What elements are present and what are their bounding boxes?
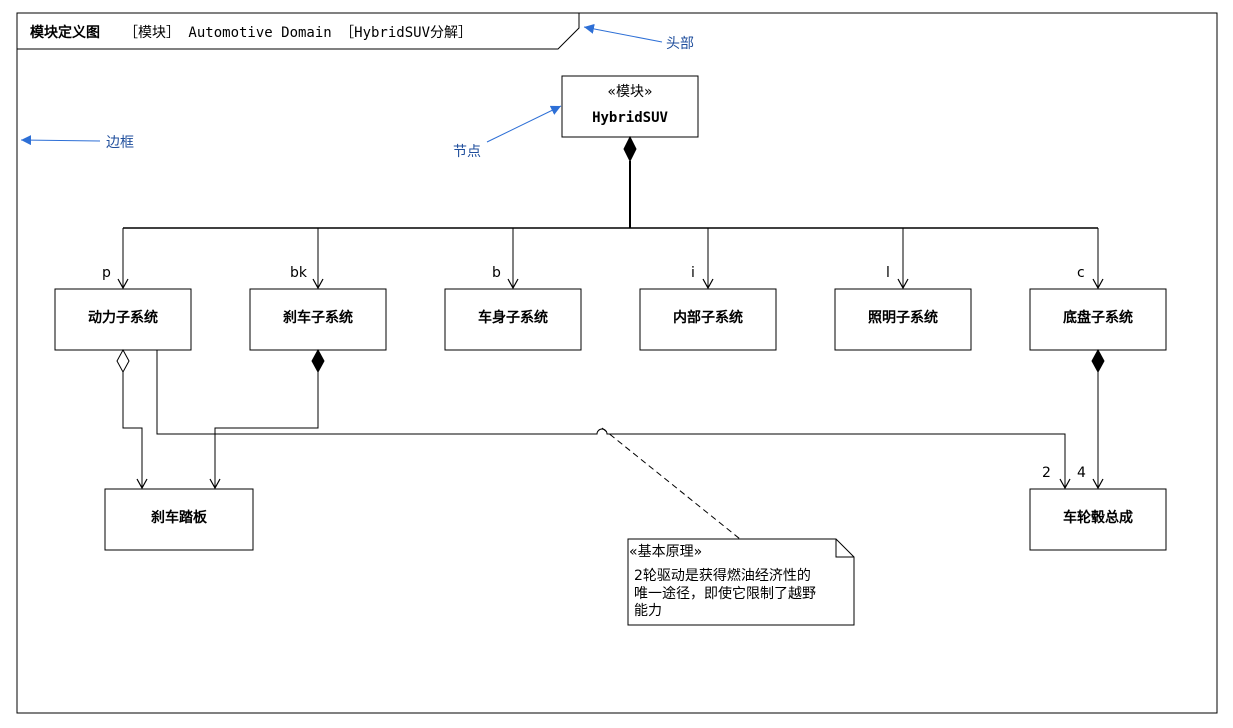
subsystem-name-brake: 刹车子系统 <box>283 309 353 326</box>
rationale-note[interactable] <box>627 538 855 626</box>
note-anchor-line <box>601 427 741 540</box>
frame-header-kind: 模块定义图 <box>30 24 100 41</box>
role-label-bk: bk <box>290 265 308 281</box>
subsystem-name-body: 车身子系统 <box>478 309 548 326</box>
subsystem-block-powertrain[interactable] <box>54 288 192 351</box>
subsystem-block-brake[interactable] <box>249 288 387 351</box>
note-line-2: 唯一途径，即使它限制了越野 <box>634 585 816 602</box>
multiplicity-chassis: 4 <box>1077 465 1086 481</box>
frame-header-title: ［模块］ Automotive Domain ［HybridSUV分解］ <box>124 25 472 41</box>
chassis-composition-diamond <box>1091 348 1105 374</box>
frame-header-tab <box>17 12 580 50</box>
node-annotation-arrow <box>486 105 562 143</box>
hybridsuv-stereotype: «模块» <box>607 84 652 100</box>
node-annotation: 节点 <box>453 144 481 160</box>
header-annotation-arrow <box>583 23 663 43</box>
hybridsuv-block[interactable] <box>561 75 699 138</box>
header-annotation: 头部 <box>666 36 694 52</box>
part-block-wheel-hub[interactable] <box>1029 488 1167 551</box>
role-label-c: c <box>1077 265 1085 281</box>
note-line-1: 2轮驱动是获得燃油经济性的 <box>634 567 811 584</box>
subsystem-block-chassis[interactable] <box>1029 288 1167 351</box>
brake-to-pedal-line <box>209 372 319 490</box>
note-fold-corner <box>835 539 854 558</box>
subsystem-name-interior: 内部子系统 <box>673 309 743 326</box>
subsystem-name-powertrain: 动力子系统 <box>88 309 158 326</box>
part-name-brake-pedal: 刹车踏板 <box>151 509 208 526</box>
role-label-i: i <box>691 265 695 281</box>
role-label-p: p <box>102 265 111 281</box>
subsystem-block-lighting[interactable] <box>834 288 972 351</box>
note-stereotype: «基本原理» <box>629 543 702 560</box>
subsystem-name-chassis: 底盘子系统 <box>1063 309 1133 326</box>
root-composition-diamond <box>623 135 637 163</box>
powertrain-to-pedal-line <box>122 372 148 490</box>
subsystem-block-interior[interactable] <box>639 288 777 351</box>
role-label-b: b <box>492 265 501 281</box>
role-label-l: l <box>886 265 890 281</box>
powertrain-aggregation-diamond <box>116 348 130 374</box>
hybridsuv-name: HybridSUV <box>592 110 668 126</box>
powertrain-to-wheel-line <box>156 350 1071 490</box>
diagram-frame <box>16 12 1218 714</box>
part-block-brake-pedal[interactable] <box>104 488 254 551</box>
part-name-wheel-hub: 车轮毂总成 <box>1063 509 1133 526</box>
frame-annotation: 边框 <box>106 135 134 151</box>
note-line-3: 能力 <box>634 603 662 619</box>
multiplicity-drive: 2 <box>1042 465 1051 481</box>
brake-composition-diamond <box>311 348 325 374</box>
subsystem-block-body[interactable] <box>444 288 582 351</box>
frame-annotation-arrow <box>20 135 101 146</box>
subsystem-name-lighting: 照明子系统 <box>868 309 938 326</box>
